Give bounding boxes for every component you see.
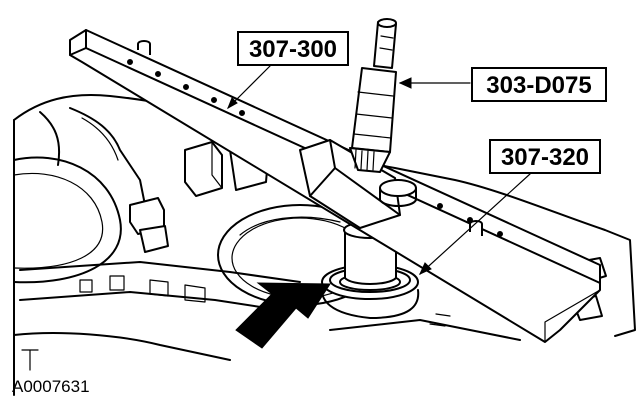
leader-lines bbox=[227, 61, 531, 276]
handle-driver-tool bbox=[349, 18, 397, 173]
callout-303-D075-text: 303-D075 bbox=[486, 72, 591, 99]
figure-id: A0007631 bbox=[12, 377, 90, 396]
callout-307-320: 307-320 bbox=[489, 139, 601, 174]
callout-307-300: 307-300 bbox=[237, 31, 349, 66]
callout-307-300-text: 307-300 bbox=[249, 36, 337, 63]
install-direction-arrow bbox=[235, 282, 331, 349]
callout-307-320-text: 307-320 bbox=[501, 144, 589, 171]
installer-bar-tool bbox=[69, 29, 601, 343]
callout-303-D075: 303-D075 bbox=[471, 67, 607, 102]
seal-installer-tool bbox=[320, 221, 420, 319]
